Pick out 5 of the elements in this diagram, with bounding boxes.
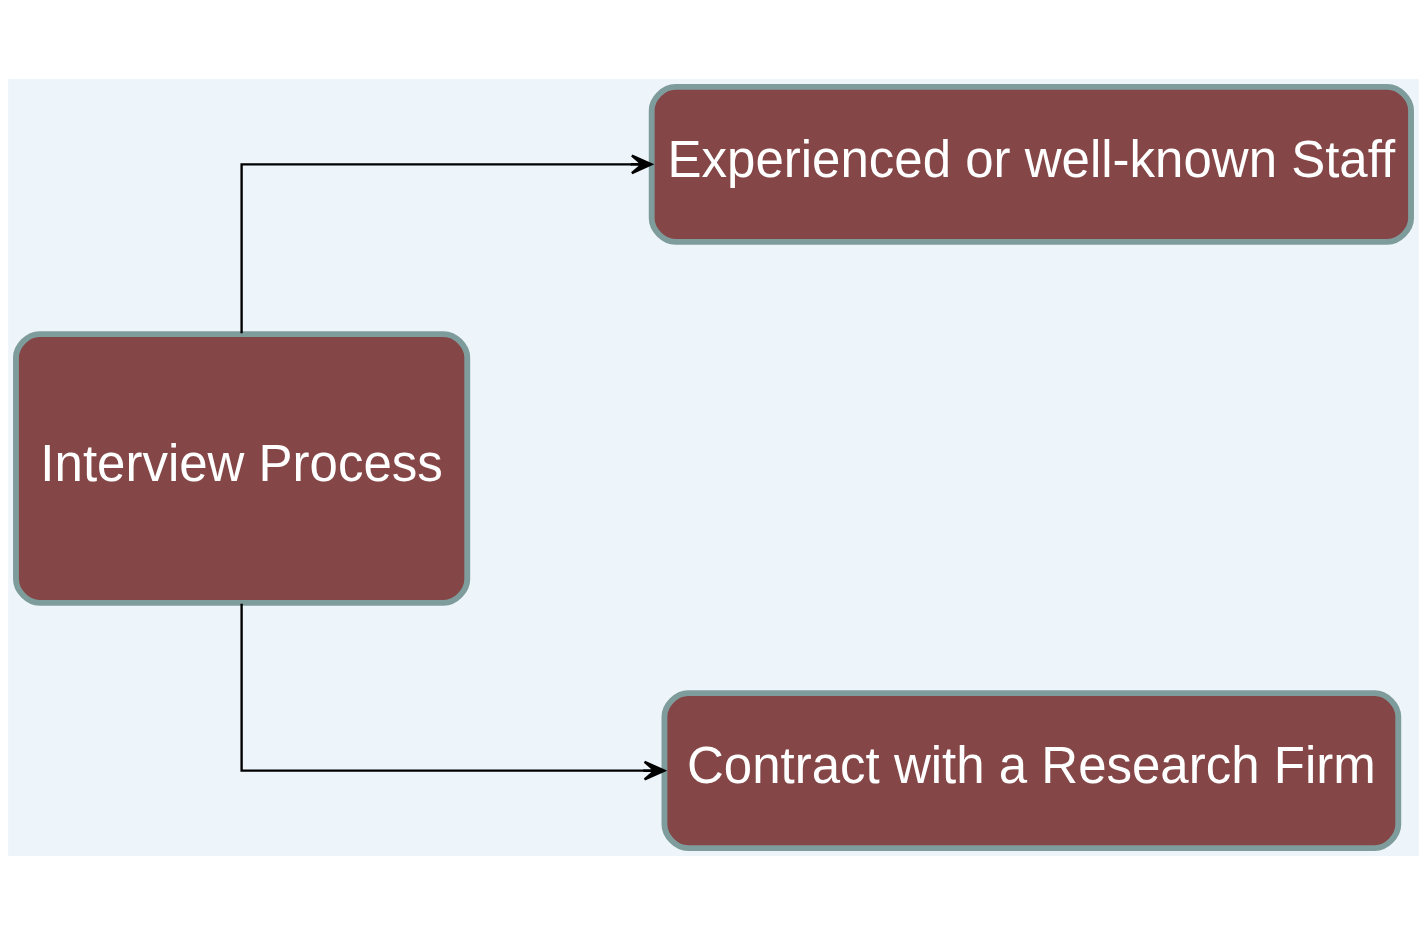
arrow xyxy=(240,603,666,781)
node-box: Experienced or well-known Staff xyxy=(648,83,1414,245)
node-box: Contract with a Research Firm xyxy=(661,689,1402,851)
node-box: Interview Process xyxy=(13,330,471,606)
arrow xyxy=(240,153,653,333)
